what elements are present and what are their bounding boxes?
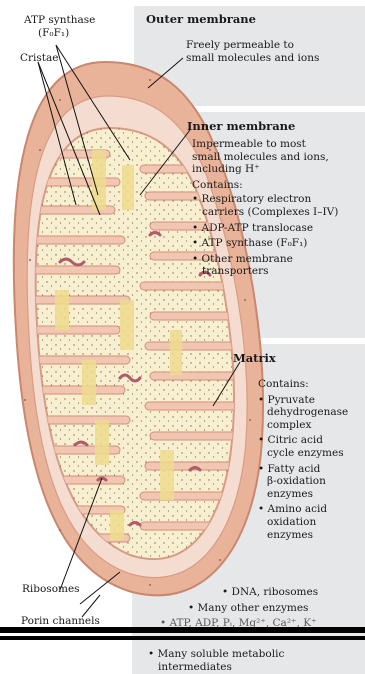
outer-membrane-description: Freely permeable to small molecules and … <box>186 39 319 64</box>
atp-synthase-label-line2: (F₀F₁) <box>38 27 69 40</box>
outer-membrane-title: Outer membrane <box>146 12 256 26</box>
inner-membrane-item: • Other membrane <box>192 253 338 266</box>
ribosomes-label: Ribosomes <box>22 583 80 596</box>
matrix-item: • Pyruvate <box>258 394 348 407</box>
outer-membrane-line: Freely permeable to <box>186 39 319 52</box>
inner-membrane-title: Inner membrane <box>187 119 295 133</box>
matrix-title: Matrix <box>233 351 276 365</box>
cristae-label: Cristae <box>20 52 59 65</box>
matrix-contains: Contains: <box>258 378 348 391</box>
inner-membrane-description: Impermeable to most small molecules and … <box>192 138 338 278</box>
matrix-item-intermediates: intermediates <box>158 661 232 674</box>
matrix-item-other-enzymes: • Many other enzymes <box>188 602 308 615</box>
inner-membrane-item: • ATP synthase (F₀F₁) <box>192 237 338 250</box>
inner-membrane-line: including H⁺ <box>192 163 338 176</box>
matrix-item: oxidation <box>258 516 348 529</box>
inner-membrane-contains: Contains: <box>192 179 338 192</box>
inner-membrane-item: carriers (Complexes I–IV) <box>192 206 338 219</box>
atp-synthase-label-line1: ATP synthase <box>24 14 95 27</box>
divider-bar-bottom <box>0 636 365 640</box>
divider-bar-top <box>0 627 365 633</box>
inner-membrane-line: small molecules and ions, <box>192 151 338 164</box>
matrix-item: dehydrogenase <box>258 406 348 419</box>
matrix-item-soluble: • Many soluble metabolic <box>148 648 284 661</box>
inner-membrane-item: • ADP-ATP translocase <box>192 222 338 235</box>
porin-channels-label: Porin channels <box>21 615 100 628</box>
matrix-item: enzymes <box>258 488 348 501</box>
matrix-item-dna: • DNA, ribosomes <box>222 586 318 599</box>
inner-membrane-item: transporters <box>192 265 338 278</box>
outer-membrane-line: small molecules and ions <box>186 52 319 65</box>
matrix-item: β-oxidation <box>258 475 348 488</box>
matrix-item: • Fatty acid <box>258 463 348 476</box>
matrix-item: • Amino acid <box>258 503 348 516</box>
matrix-item: cycle enzymes <box>258 447 348 460</box>
matrix-item: • Citric acid <box>258 434 348 447</box>
matrix-contains-list: Contains: • Pyruvate dehydrogenase compl… <box>258 378 348 541</box>
inner-membrane-line: Impermeable to most <box>192 138 338 151</box>
inner-membrane-item: • Respiratory electron <box>192 193 338 206</box>
matrix-item: enzymes <box>258 529 348 542</box>
matrix-item: complex <box>258 419 348 432</box>
